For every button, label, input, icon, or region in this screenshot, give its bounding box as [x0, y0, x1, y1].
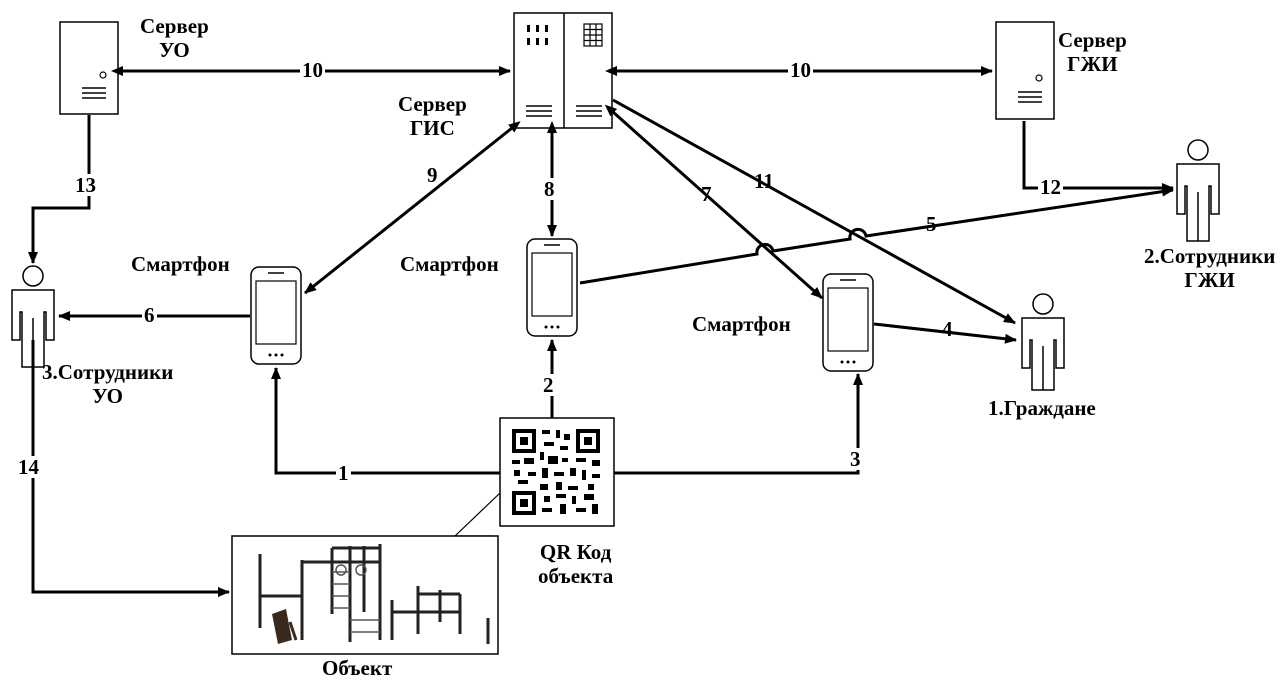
server-gzhi-label: Сервер ГЖИ	[1058, 28, 1127, 76]
arrow-9-label: 9	[425, 164, 440, 186]
person-staff-gzhi-icon	[1177, 140, 1219, 241]
arrow-7-label: 7	[699, 183, 714, 205]
arrow-11-label: 11	[752, 170, 776, 192]
staff-gzhi-label: 2.Сотрудники ГЖИ	[1144, 244, 1275, 292]
qr-code-image	[500, 418, 614, 526]
arrow-14-label: 14	[16, 456, 41, 478]
arrow-1-label: 1	[336, 462, 351, 484]
smartphone-left-icon	[251, 267, 301, 364]
smartphone-center-icon	[527, 239, 577, 336]
staff-uo-label: 3.Сотрудники УО	[42, 360, 173, 408]
arrow-10-right-label: 10	[788, 59, 813, 81]
arrow-7	[613, 112, 822, 298]
arrow-5	[580, 190, 1173, 283]
arrow-6-label: 6	[142, 304, 157, 326]
arrow-5-label: 5	[924, 213, 939, 235]
object-label: Объект	[322, 656, 392, 680]
arrow-3-label: 3	[848, 448, 863, 470]
arrow-13-label: 13	[73, 174, 98, 196]
qr-code-label: QR Код объекта	[538, 540, 613, 588]
callout-line	[455, 493, 500, 536]
citizens-label: 1.Граждане	[988, 396, 1096, 420]
arrow-1	[276, 368, 500, 473]
server-gis-icon	[514, 13, 612, 128]
arrow-8-label: 8	[542, 178, 557, 200]
arrow-4-label: 4	[940, 318, 955, 340]
arrow-2-label: 2	[541, 374, 556, 396]
arrow-12-label: 12	[1038, 176, 1063, 198]
object-image	[232, 536, 498, 654]
smartphone-right-icon	[823, 274, 873, 371]
smartphone-right-label: Смартфон	[692, 312, 791, 336]
smartphone-left-label: Смартфон	[131, 252, 230, 276]
server-uo-label: Сервер УО	[140, 14, 209, 62]
server-gzhi-icon	[996, 22, 1054, 119]
server-gis-label: Сервер ГИС	[398, 92, 467, 140]
arrow-10-left-label: 10	[300, 59, 325, 81]
arrow-3	[614, 374, 858, 473]
server-uo-icon	[60, 22, 118, 114]
smartphone-center-label: Смартфон	[400, 252, 499, 276]
person-citizens-icon	[1022, 294, 1064, 390]
